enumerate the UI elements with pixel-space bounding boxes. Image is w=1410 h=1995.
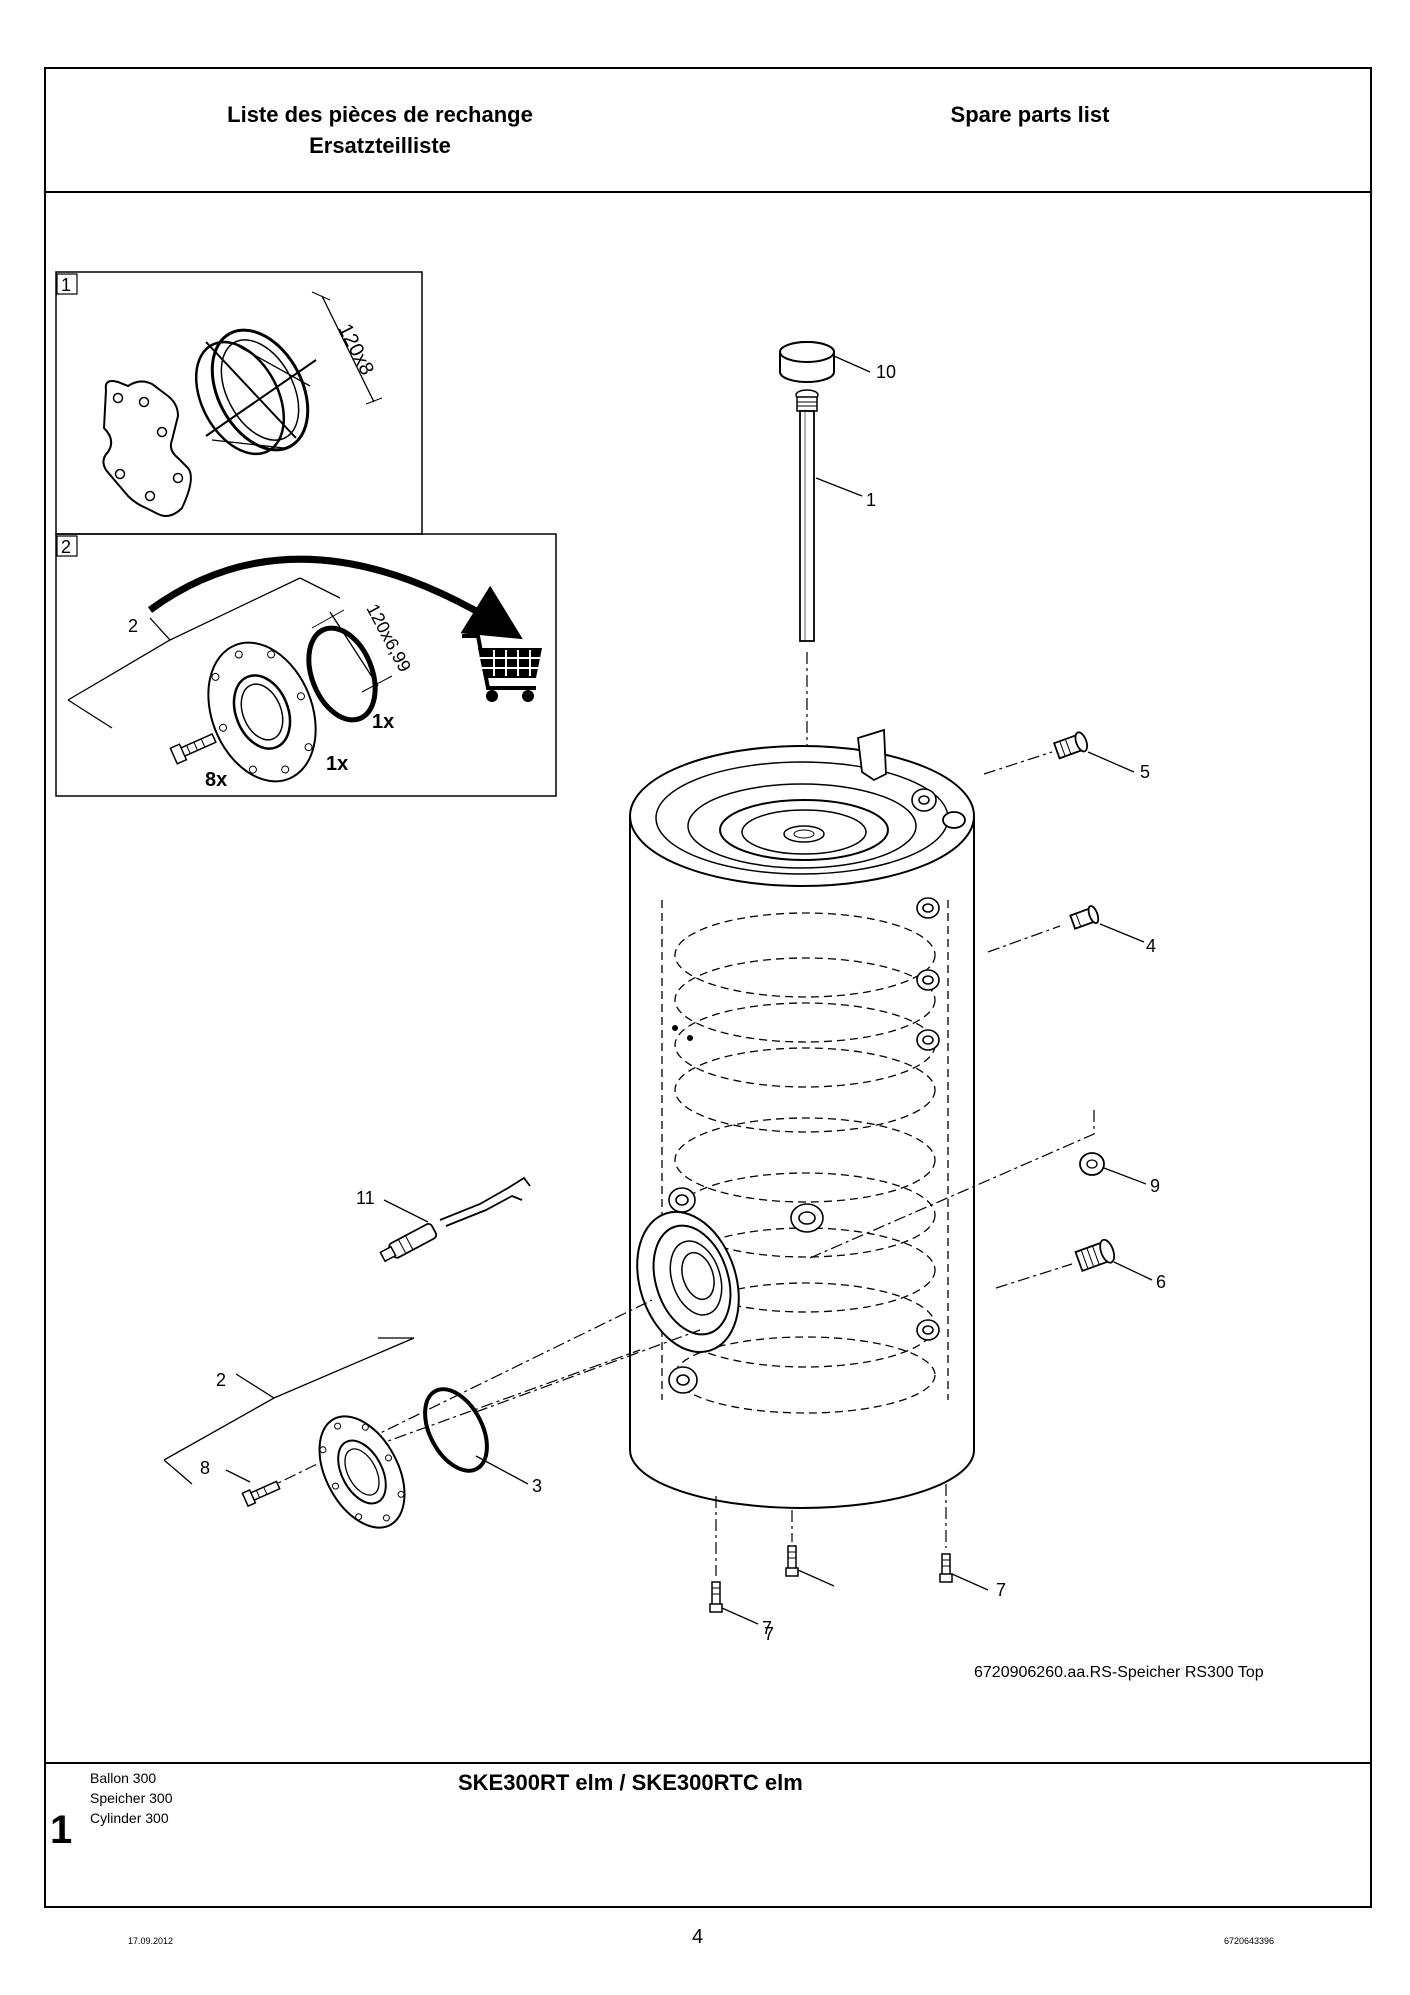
part-1-anode (795, 389, 819, 642)
callout-2: 2 (216, 1370, 226, 1390)
part-7-screw (785, 1545, 799, 1577)
part-9-nut (809, 1106, 1105, 1259)
title-de: Ersatzteilliste (309, 133, 451, 158)
callout-3: 3 (532, 1476, 542, 1496)
part-11-sensor (379, 1176, 531, 1263)
part-6-fitting (995, 1238, 1116, 1289)
name-de: Speicher 300 (90, 1790, 173, 1806)
callout-8: 8 (200, 1458, 210, 1478)
part-4-fitting (987, 905, 1100, 953)
doc-number: 6720643396 (1224, 1936, 1275, 1946)
qty-screw: 8x (205, 769, 227, 791)
header-divider (44, 191, 1372, 193)
inset-1: 1 120x8 (55, 271, 423, 535)
callout-7: 7 (762, 1618, 772, 1638)
callout-7: 7 (764, 1624, 774, 1644)
name-en: Cylinder 300 (90, 1810, 169, 1826)
title-en: Spare parts list (950, 102, 1110, 127)
callout-6: 6 (1156, 1272, 1166, 1292)
tank-body (629, 728, 975, 1509)
footer-divider (44, 1762, 1372, 1764)
model-title: SKE300RT elm / SKE300RTC elm (458, 1770, 803, 1795)
shopping-cart-icon (462, 634, 542, 702)
part-5-fitting (983, 731, 1088, 775)
callout-7: 7 (996, 1580, 1006, 1600)
page-number: 4 (692, 1926, 704, 1948)
callout-11: 11 (356, 1188, 375, 1208)
callout-10: 10 (876, 362, 896, 382)
section-number: 1 (50, 1808, 73, 1852)
part-2-flange (318, 1415, 406, 1529)
name-fr: Ballon 300 (90, 1770, 157, 1786)
page-frame (44, 67, 1372, 1908)
part-7-screw (939, 1553, 953, 1583)
callout-5: 5 (1140, 762, 1150, 782)
part-8-screw (241, 1480, 281, 1508)
inset-2-callout: 2 (128, 616, 138, 636)
print-date: 17.09.2012 (128, 1936, 174, 1946)
inset-1-dimension: 120x8 (334, 320, 378, 379)
part-3-gasket (423, 1387, 489, 1473)
inset-2-number: 2 (61, 537, 71, 557)
inset-2: 2 2 (55, 533, 557, 797)
title-fr: Liste des pièces de rechange (227, 102, 533, 127)
drawing-reference: 6720906260.aa.RS-Speicher RS300 Top (974, 1664, 1264, 1681)
callout-4: 4 (1146, 936, 1156, 956)
qty-flange: 1x (326, 753, 348, 775)
qty-ring: 1x (372, 711, 394, 733)
part-10-cap (779, 341, 835, 383)
part-7-screw (709, 1581, 723, 1613)
callout-9: 9 (1150, 1176, 1160, 1196)
callout-1: 1 (866, 490, 876, 510)
inset-1-number: 1 (61, 275, 71, 295)
